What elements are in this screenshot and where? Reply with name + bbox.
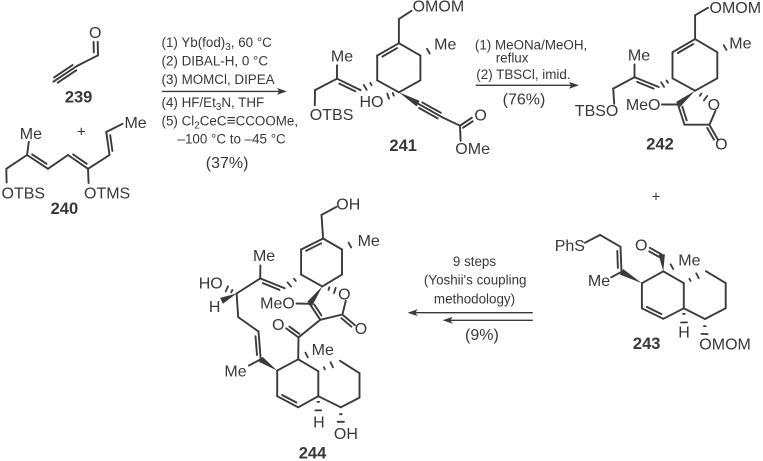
svg-text:O: O — [715, 136, 727, 153]
svg-text:Me: Me — [628, 48, 650, 65]
svg-text:OMOM: OMOM — [710, 0, 762, 17]
svg-text:O: O — [355, 321, 367, 338]
svg-text:OMe: OMe — [455, 141, 490, 158]
svg-text:H: H — [209, 299, 221, 316]
svg-text:(4) HF/Et3​N, THF: (4) HF/Et3​N, THF — [162, 95, 265, 113]
svg-text:242: 242 — [646, 135, 674, 153]
svg-text:OMOM: OMOM — [413, 0, 465, 15]
svg-text:(5) Cl2​CeC≡CCOOMe,: (5) Cl2​CeC≡CCOOMe, — [162, 113, 299, 132]
svg-text:OH: OH — [334, 426, 358, 443]
svg-text:O: O — [89, 25, 101, 42]
svg-text:O: O — [338, 287, 350, 304]
svg-text:OH: OH — [336, 197, 360, 214]
svg-text:(37%): (37%) — [206, 155, 249, 172]
svg-text:(1) MeONa/MeOH,: (1) MeONa/MeOH, — [475, 37, 587, 52]
svg-text:reflux: reflux — [496, 51, 529, 66]
svg-text:(2) DIBAL-H, 0 °C: (2) DIBAL-H, 0 °C — [162, 54, 269, 69]
svg-text:H: H — [313, 415, 325, 432]
svg-text:HO: HO — [360, 94, 384, 111]
svg-text:Me: Me — [358, 233, 380, 250]
svg-text:O: O — [708, 97, 720, 114]
svg-text:Me: Me — [124, 115, 146, 132]
svg-text:OTMS: OTMS — [84, 186, 130, 203]
svg-text:O: O — [272, 317, 284, 334]
svg-text:O: O — [474, 108, 486, 125]
svg-text:9 steps: 9 steps — [453, 254, 496, 269]
svg-text:(9%): (9%) — [465, 327, 499, 344]
svg-text:Me: Me — [312, 342, 334, 359]
svg-text:(Yoshii's coupling: (Yoshii's coupling — [424, 273, 527, 288]
svg-text:OTBS: OTBS — [310, 107, 354, 124]
svg-text:Me: Me — [331, 48, 353, 65]
svg-text:243: 243 — [633, 335, 661, 353]
svg-text:Me: Me — [678, 253, 700, 270]
svg-text:–100 °C to –45 °C: –100 °C to –45 °C — [178, 132, 287, 147]
svg-text:244: 244 — [299, 445, 327, 461]
svg-text:+: + — [652, 188, 661, 205]
svg-text:O: O — [635, 237, 647, 254]
svg-text:(1) Yb(fod)3​, 60 °C: (1) Yb(fod)3​, 60 °C — [162, 35, 273, 53]
svg-text:Me: Me — [253, 248, 275, 265]
svg-text:TBSO: TBSO — [575, 103, 619, 120]
svg-text:MeO: MeO — [626, 97, 661, 114]
svg-text:H: H — [678, 324, 690, 341]
svg-text:HO: HO — [199, 275, 223, 292]
svg-text:241: 241 — [389, 137, 417, 155]
svg-text:(76%): (76%) — [503, 91, 546, 108]
svg-text:PhS: PhS — [555, 238, 585, 255]
svg-text:Me: Me — [729, 35, 751, 52]
svg-text:(2) TBSCl, imid.: (2) TBSCl, imid. — [476, 67, 570, 82]
svg-text:Me: Me — [588, 273, 610, 290]
svg-text:240: 240 — [51, 200, 79, 218]
svg-text:MeO: MeO — [260, 295, 295, 312]
svg-text:methodology): methodology) — [434, 291, 515, 306]
svg-text:Me: Me — [434, 37, 456, 54]
svg-text:Me: Me — [20, 126, 42, 143]
svg-text:OMOM: OMOM — [699, 337, 751, 354]
svg-text:239: 239 — [65, 88, 93, 106]
svg-text:Me: Me — [224, 364, 246, 381]
svg-text:(3) MOMCl, DIPEA: (3) MOMCl, DIPEA — [162, 72, 275, 87]
svg-text:+: + — [77, 124, 86, 141]
svg-text:OTBS: OTBS — [2, 186, 46, 203]
